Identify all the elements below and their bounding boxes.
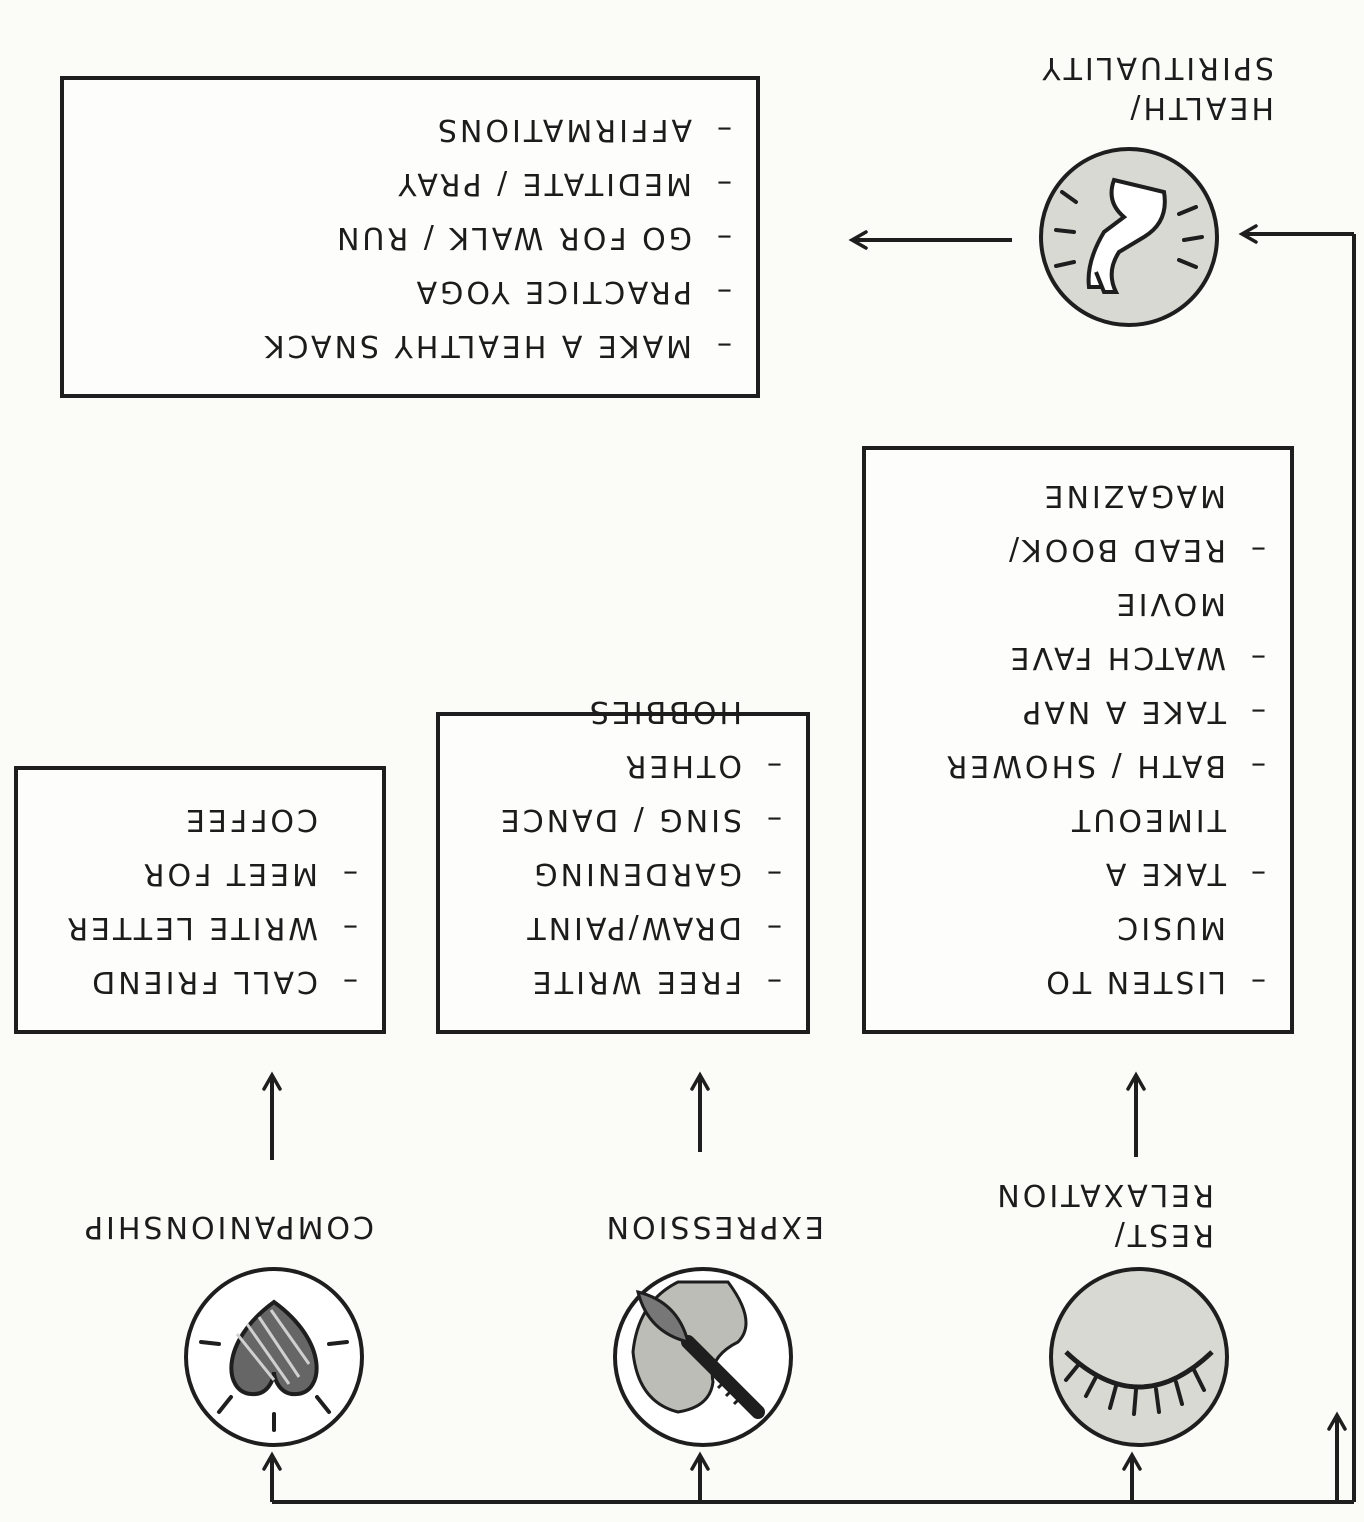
yoga-pose-icon [1039, 147, 1219, 327]
list-item: SING / DANCE [460, 792, 786, 846]
rest-activities-box: LISTEN TO MUSIC TAKE A TIMEOUT BATH / SH… [862, 446, 1294, 1034]
rest-category-label: REST/ RELAXATION [994, 1177, 1214, 1252]
rest-activities-list: LISTEN TO MUSIC TAKE A TIMEOUT BATH / SH… [886, 468, 1270, 1008]
list-item: WATCH FAVE [886, 630, 1270, 684]
list-item: MAKE A HEALTHY SNACK [84, 318, 736, 372]
companionship-category-label: COMPANIONSHIP [81, 1209, 374, 1244]
heart-icon [184, 1267, 364, 1447]
list-item: OTHER HOBBIES [460, 684, 786, 792]
list-item: GO FOR WALK / RUN [84, 210, 736, 264]
companionship-activities-list: CALL FRIEND WRITE LETTER MEET FOR COFFEE [38, 792, 362, 1008]
list-item: BATH / SHOWER [886, 738, 1270, 792]
expression-activities-list: FREE WRITE DRAW/PAINT GARDENING SING / D… [460, 684, 786, 1008]
list-item: MUSIC [1114, 910, 1226, 945]
list-item: TIMEOUT [1069, 802, 1226, 837]
list-item: AFFIRMATIONS [84, 102, 736, 156]
list-item: GARDENING [460, 846, 786, 900]
health-activities-box: MAKE A HEALTHY SNACK PRACTICE YOGA GO FO… [60, 76, 760, 398]
health-activities-list: MAKE A HEALTHY SNACK PRACTICE YOGA GO FO… [84, 102, 736, 372]
list-item: TAKE A [886, 846, 1270, 900]
list-item: FREE WRITE [460, 954, 786, 1008]
list-item: COFFEE [183, 802, 318, 837]
list-item: DRAW/PAINT [460, 900, 786, 954]
expression-activities-box: FREE WRITE DRAW/PAINT GARDENING SING / D… [436, 694, 810, 1034]
list-item: MOVIE [1113, 586, 1226, 621]
list-item: READ BOOK/ [886, 522, 1270, 576]
list-item: TAKE A NAP [886, 684, 1270, 738]
paintbrush-palette-icon [613, 1267, 793, 1447]
closed-eye-icon [1049, 1267, 1229, 1447]
list-item: CALL FRIEND [38, 954, 362, 1008]
list-item: PRACTICE YOGA [84, 264, 736, 318]
list-item: WRITE LETTER [38, 900, 362, 954]
list-item: LISTEN TO [886, 954, 1270, 1008]
companionship-activities-box: CALL FRIEND WRITE LETTER MEET FOR COFFEE [14, 766, 386, 1034]
expression-category-label: EXPRESSION [603, 1209, 824, 1244]
list-item: MAGAZINE [1041, 478, 1226, 513]
list-item: MEET FOR [38, 846, 362, 900]
health-category-label: HEALTH/ SPIRITUALITY [1039, 50, 1274, 125]
list-item: MEDITATE / PRAY [84, 156, 736, 210]
